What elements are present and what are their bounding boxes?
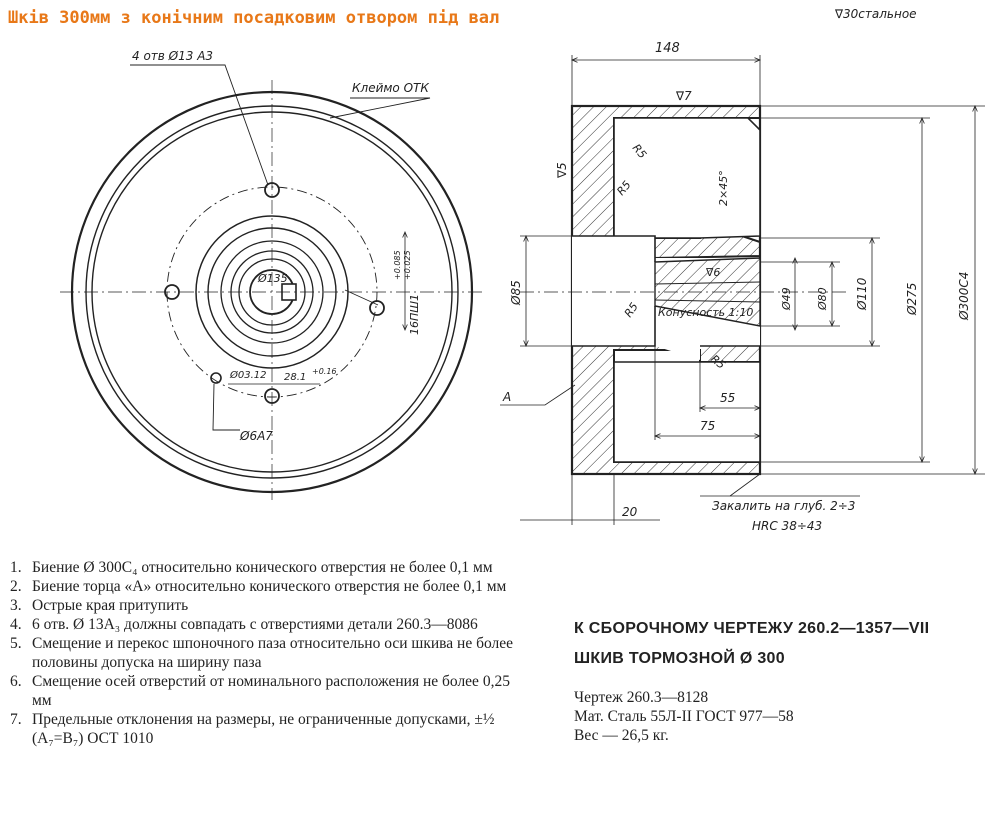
- section-dimensions: [500, 55, 985, 525]
- note-text: Смещение осей отверстий от номинального …: [32, 673, 510, 709]
- title-block-line2: Мат. Сталь 55Л-II ГОСТ 977—58: [574, 708, 794, 725]
- front-view-labels: 4 отв Ø13 А3 Клеймо ОТК Ø135 16ПШ1 +0.08…: [132, 49, 429, 443]
- small-hole-label: Ø6А7: [239, 429, 273, 443]
- title-block-heading2: ШКИВ ТОРМОЗНОЙ Ø 300: [574, 650, 785, 667]
- dim-20: 20: [622, 505, 638, 519]
- note-item: 6. Смещение осей отверстий от номинальног…: [10, 672, 530, 710]
- dim-width: 148: [655, 41, 680, 56]
- roughness-7: ∇7: [675, 89, 692, 103]
- note-number: 7.: [10, 711, 22, 728]
- note-text: Острые края притупить: [32, 597, 189, 614]
- dim-75: 75: [700, 419, 715, 433]
- note-text: Смещение и перекос шпоночного паза относ…: [32, 635, 513, 671]
- note-item: 4. 6 отв. Ø 13А₃ должны совпадать с отвер…: [10, 615, 530, 634]
- keyway-depth-tol: +0.16: [312, 367, 337, 376]
- chamfer: 2×45°: [717, 170, 730, 206]
- note-text: Биение торца «А» относительно коническог…: [32, 578, 507, 595]
- hub-3: [220, 240, 324, 344]
- title-block-heading1: К СБОРОЧНОМУ ЧЕРТЕЖУ 260.2—1357—VII: [574, 620, 930, 637]
- keyway-depth: 28.1: [284, 372, 306, 383]
- bore-80: Ø80: [816, 287, 829, 311]
- page-title: Шків 300мм з конічним посадковим отвором…: [8, 8, 500, 28]
- dim-55: 55: [720, 391, 735, 405]
- note-text: 6 отв. Ø 13А₃ должны совпадать с отверст…: [32, 616, 478, 633]
- roughness-5: ∇5: [555, 162, 569, 179]
- section-view: [520, 104, 850, 476]
- note-number: 5.: [10, 635, 22, 652]
- section-labels: 148 ∇7 ∇5 R5 R5 2×45° ∇6 Ø85 Ø49 Ø80 Ø11…: [502, 7, 971, 533]
- note-number: 1.: [10, 559, 22, 576]
- hardening-2: HRC 38÷43: [752, 519, 822, 533]
- keyway-label: 16ПШ1: [408, 294, 421, 335]
- hardening-1: Закалить на глуб. 2÷3: [712, 499, 855, 513]
- face-label: А: [502, 390, 511, 404]
- hub-dia: Ø85: [509, 280, 523, 306]
- title-block: К СБОРОЧНОМУ ЧЕРТЕЖУ 260.2—1357—VII ШКИВ…: [574, 620, 929, 745]
- bolt-hole-right: [369, 300, 385, 316]
- keyway-tol-lower: +0.025: [403, 250, 412, 280]
- note-number: 3.: [10, 597, 22, 614]
- notes-list: 1. Биение Ø 300С₄ относительно коническог…: [10, 558, 530, 748]
- dia-275: Ø275: [905, 283, 919, 316]
- note-item: 2. Биение торца «А» относительно коническ…: [10, 577, 530, 596]
- title-block-line3: Вес — 26,5 кг.: [574, 727, 669, 744]
- holes-callout: 4 отв Ø13 А3: [132, 49, 213, 63]
- keyway-tol-upper: +0.085: [393, 250, 402, 280]
- front-view: [60, 64, 485, 500]
- dia-300: Ø300С4: [957, 272, 971, 321]
- small-hole: [210, 372, 222, 384]
- stamp-label: Клеймо ОТК: [352, 81, 429, 95]
- pcd-label: Ø03.12: [229, 369, 267, 381]
- taper-label: Конусность 1:10: [658, 306, 753, 319]
- dia-110: Ø110: [855, 277, 869, 311]
- note-text: Предельные отклонения на размеры, не огр…: [32, 711, 495, 747]
- roughness-general: ∇30стальное: [834, 7, 917, 21]
- note-item: 3. Острые края притупить: [10, 596, 530, 615]
- note-item: 5. Смещение и перекос шпоночного паза отн…: [10, 634, 530, 672]
- note-number: 2.: [10, 578, 22, 595]
- note-text: Биение Ø 300С₄ относительно конического …: [32, 559, 493, 576]
- note-number: 6.: [10, 673, 22, 690]
- bore-small: Ø49: [780, 287, 793, 311]
- note-item: 7. Предельные отклонения на размеры, не о…: [10, 710, 530, 748]
- note-number: 4.: [10, 616, 22, 633]
- roughness-6: ∇6: [705, 266, 720, 279]
- note-item: 1. Биение Ø 300С₄ относительно коническог…: [10, 558, 530, 577]
- title-block-line1: Чертеж 260.3—8128: [574, 689, 709, 706]
- bore-label: Ø135: [257, 272, 288, 285]
